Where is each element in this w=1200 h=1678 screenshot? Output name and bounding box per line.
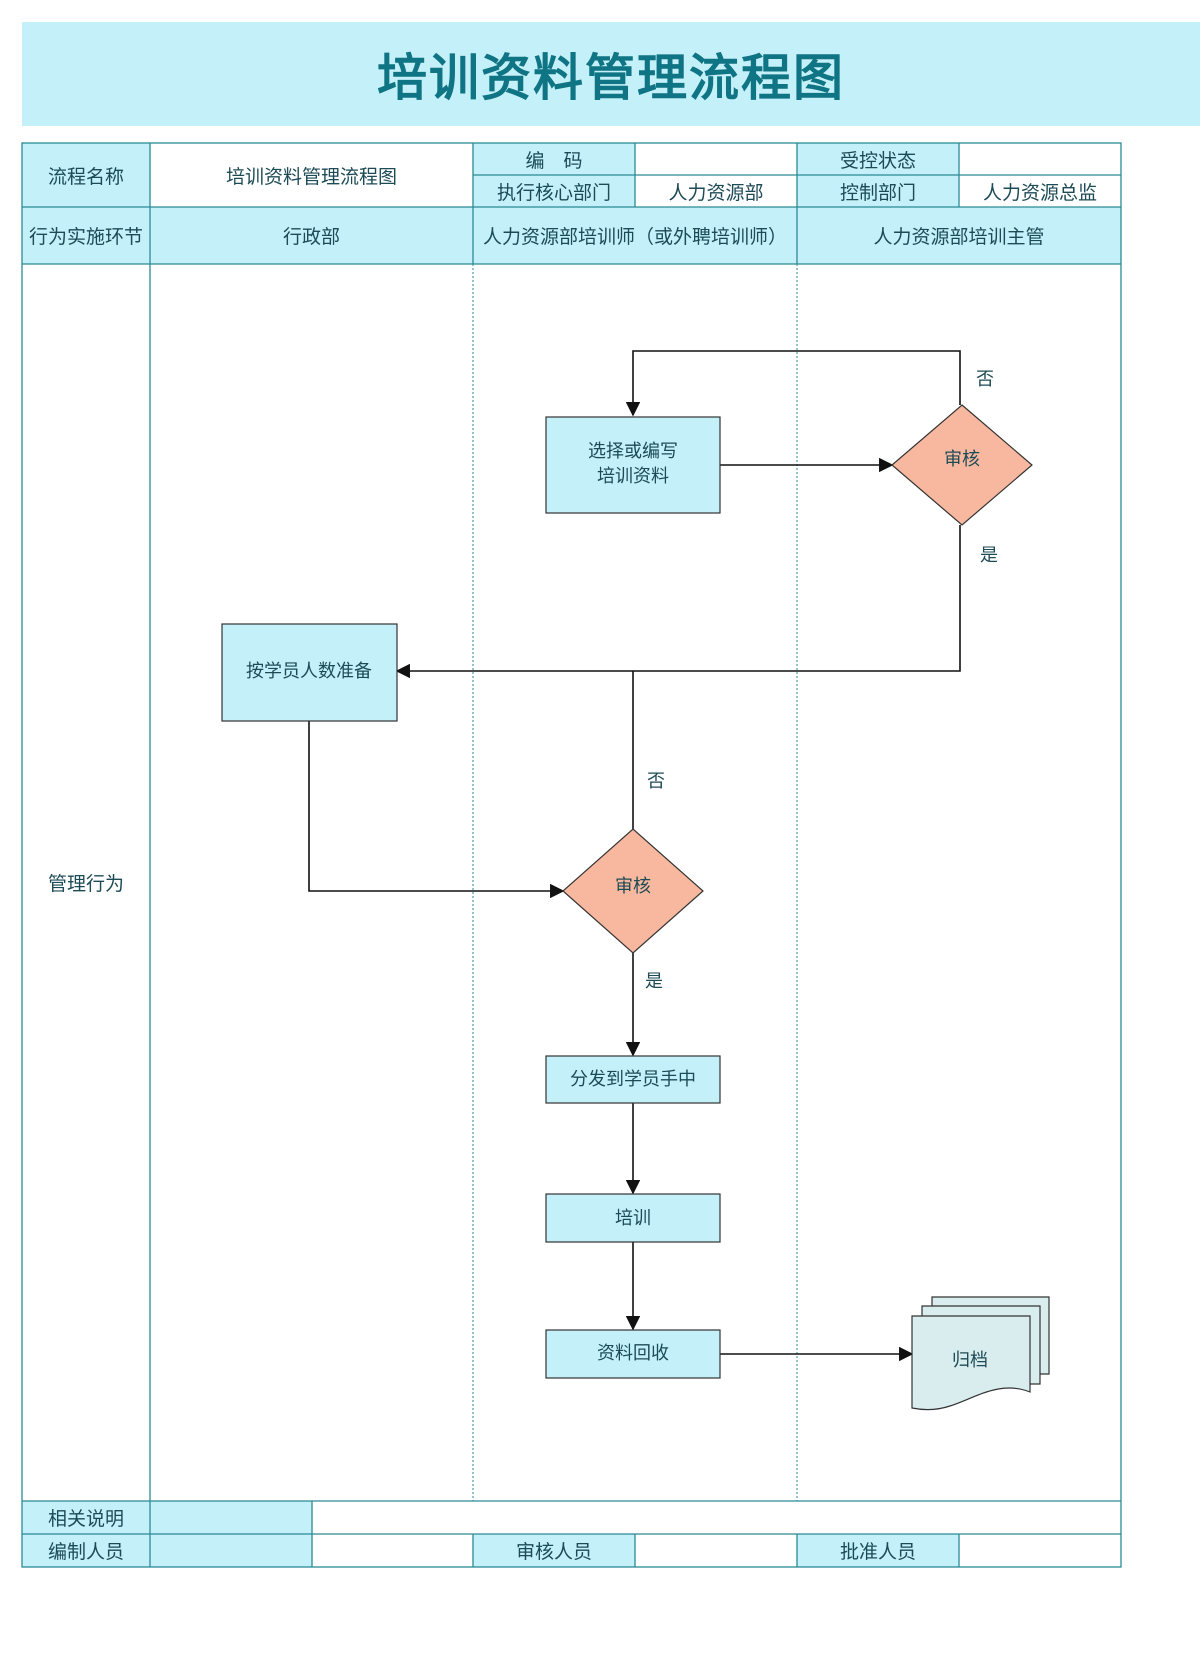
node-select-write: 选择或编写 培训资料 [545,416,721,514]
node-archive-label: 归档 [952,1350,988,1371]
node-distribute-label: 分发到学员手中 [570,1069,696,1090]
lane-header-supervisor: 人力资源部培训主管 [797,207,1121,264]
code-label: 编 码 [473,143,635,175]
label-no2: 否 [647,771,665,792]
label-yes1: 是 [980,545,998,566]
lane-header-admin: 行政部 [150,207,473,264]
node-select-write-line2: 培训资料 [597,466,669,487]
node-prepare-label: 按学员人数准备 [246,661,372,682]
body-row-label: 管理行为 [22,264,150,1501]
prepared-by-value [312,1534,473,1567]
label-no1: 否 [976,369,994,390]
connector-review1-no-loop [625,350,961,417]
control-dept-label: 控制部门 [797,175,959,207]
notes-label: 相关说明 [22,1501,150,1534]
exec-dept-label: 执行核心部门 [473,175,635,207]
node-archive: 归档 [911,1296,1050,1411]
connector-prepare-to-review2 [308,721,565,899]
lane-header-trainer: 人力资源部培训师（或外聘培训师） [473,207,797,264]
node-review2-label: 审核 [615,876,651,897]
lane-row-label: 行为实施环节 [22,207,150,264]
node-collect-label: 资料回收 [597,1343,669,1364]
node-train: 培训 [545,1193,721,1243]
control-status-value [959,143,1121,175]
node-collect: 资料回收 [545,1329,721,1379]
code-value [635,143,797,175]
node-review2: 审核 [562,828,704,954]
exec-dept-value: 人力资源部 [635,175,797,207]
table-grid [21,142,1122,1568]
label-yes2: 是 [645,971,663,992]
node-prepare: 按学员人数准备 [221,623,398,722]
connector-review1-yes-to-prepare [395,525,961,679]
process-name-value: 培训资料管理流程图 [150,143,473,207]
node-select-write-line1: 选择或编写 [588,441,678,462]
reviewer-value [635,1534,797,1567]
process-name-label: 流程名称 [22,143,150,207]
node-review1: 审核 [891,404,1033,526]
notes-value-shaded [150,1501,312,1534]
node-train-label: 培训 [615,1208,651,1229]
control-status-label: 受控状态 [797,143,959,175]
approver-value [959,1534,1121,1567]
page-title: 培训资料管理流程图 [377,49,845,107]
approver-label: 批准人员 [797,1534,959,1567]
prepared-by-shaded [150,1534,312,1567]
title-banner: 培训资料管理流程图 [22,22,1200,126]
node-distribute: 分发到学员手中 [545,1055,721,1104]
control-dept-value: 人力资源总监 [959,175,1121,207]
prepared-by-label: 编制人员 [22,1534,150,1567]
node-review1-label: 审核 [944,449,980,470]
notes-value [312,1501,1121,1534]
reviewer-label: 审核人员 [473,1534,635,1567]
